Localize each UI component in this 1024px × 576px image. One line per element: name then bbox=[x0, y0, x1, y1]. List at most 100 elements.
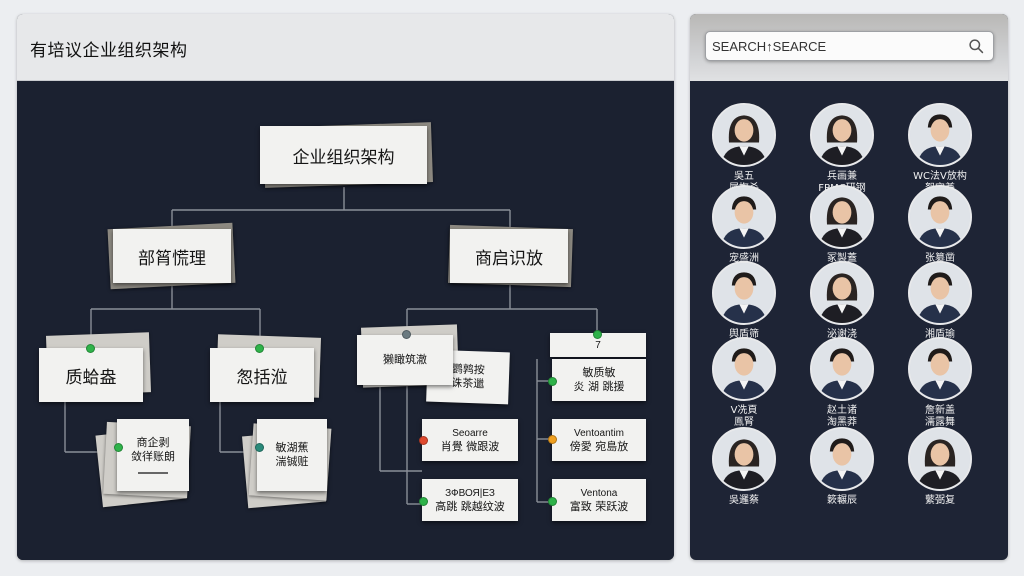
person-card[interactable]: WC法V放构絮守兼 bbox=[896, 103, 986, 199]
person-name-line1: 张纂凿 bbox=[925, 253, 955, 264]
group-node-label: 獭瞰筑澈 bbox=[383, 353, 427, 366]
search-bar[interactable] bbox=[705, 31, 994, 61]
person-card[interactable]: 詹新盖濡露舞 bbox=[896, 337, 986, 433]
item-line2: 炎 湖 跳援 bbox=[573, 380, 625, 393]
avatar bbox=[810, 427, 874, 491]
avatar bbox=[712, 261, 776, 325]
person-name-line1: 詹新盖 bbox=[925, 405, 955, 416]
group-node[interactable]: 怱括涖 bbox=[210, 348, 314, 402]
group-node[interactable]: 质蛤盎 bbox=[39, 348, 143, 402]
person-name: 宠盛洲 bbox=[700, 253, 788, 265]
avatar bbox=[712, 185, 776, 249]
item-card[interactable]: Seoarre 肖覺 微跟波 bbox=[422, 419, 518, 461]
avatar bbox=[908, 427, 972, 491]
person-card[interactable]: V冼頁鳯腎 bbox=[700, 337, 790, 433]
avatar bbox=[712, 427, 776, 491]
person-name-line1: 兵画兼 bbox=[827, 171, 857, 182]
person-name: 张纂凿 bbox=[896, 253, 984, 265]
status-dot bbox=[548, 377, 557, 386]
panel-header: 有培议企业组织架构 bbox=[17, 14, 674, 81]
avatar bbox=[908, 261, 972, 325]
status-dot bbox=[86, 344, 95, 353]
sub-node[interactable]: 商企剥 敛徉账朗 bbox=[117, 419, 189, 491]
branch-node-label: 商启识放 bbox=[475, 248, 543, 269]
person-name: 詹新盖濡露舞 bbox=[896, 405, 984, 429]
person-name-line2: 鳯腎 bbox=[734, 417, 754, 428]
person-card[interactable]: 簌輾辰 bbox=[798, 427, 888, 523]
person-name-line1: V冼頁 bbox=[730, 405, 758, 416]
person-name-line2: 濡露舞 bbox=[925, 417, 955, 428]
item-card[interactable]: Ventoantim 傍愛 宛島放 bbox=[552, 419, 646, 461]
status-dot bbox=[114, 443, 123, 452]
item-line2: 傍愛 宛島放 bbox=[569, 439, 629, 453]
page-title: 有培议企业组织架构 bbox=[30, 41, 188, 61]
person-name: 吳邏蔡 bbox=[700, 495, 788, 507]
branch-node[interactable]: 商启识放 bbox=[450, 229, 568, 283]
person-name: 蘩弼复 bbox=[896, 495, 984, 507]
person-name-line1: 泌谢浇 bbox=[827, 329, 857, 340]
group-node-label: 质蛤盎 bbox=[65, 367, 117, 388]
person-name: V冼頁鳯腎 bbox=[700, 405, 788, 429]
person-card[interactable]: 冢製蓋 bbox=[798, 185, 888, 281]
status-dot bbox=[255, 443, 264, 452]
search-header bbox=[690, 14, 1008, 81]
person-name: 赵土诸淘黑莽 bbox=[798, 405, 886, 429]
sub-node-line1: 鹦鹑按 bbox=[451, 362, 485, 377]
item-line1: Ventona bbox=[580, 487, 618, 499]
person-card[interactable]: 泌谢浇 bbox=[798, 261, 888, 357]
person-name: 泌谢浇 bbox=[798, 329, 886, 341]
root-node-label: 企业组织架构 bbox=[292, 147, 395, 168]
sub-node-line1: 商企剥 bbox=[136, 436, 170, 449]
avatar bbox=[810, 185, 874, 249]
person-name: 舆盾筛 bbox=[700, 329, 788, 341]
status-dot bbox=[419, 497, 428, 506]
sub-node-line1: 敏湖蕉 bbox=[275, 441, 309, 454]
person-card[interactable]: 吳五属撫杀 bbox=[700, 103, 790, 199]
item-line2: 肖覺 微跟波 bbox=[440, 439, 500, 453]
person-card[interactable]: 吳邏蔡 bbox=[700, 427, 790, 523]
person-card[interactable]: 湘盾瑜 bbox=[896, 261, 986, 357]
root-node[interactable]: 企业组织架构 bbox=[260, 126, 427, 184]
sub-node-line2: 诛茶邋 bbox=[451, 376, 485, 391]
directory-panel: 吳五属撫杀兵画兼FPMC研钢WC法V放构絮守兼宠盛洲冢製蓋张纂凿舆盾筛泌谢浇湘盾… bbox=[690, 14, 1008, 560]
person-card[interactable]: 宠盛洲 bbox=[700, 185, 790, 281]
avatar bbox=[810, 261, 874, 325]
person-name-line2: 淘黑莽 bbox=[827, 417, 857, 428]
person-card[interactable]: 蘩弼复 bbox=[896, 427, 986, 523]
person-card[interactable]: 赵土诸淘黑莽 bbox=[798, 337, 888, 433]
search-input[interactable] bbox=[712, 36, 962, 56]
people-grid: 吳五属撫杀兵画兼FPMC研钢WC法V放构絮守兼宠盛洲冢製蓋张纂凿舆盾筛泌谢浇湘盾… bbox=[690, 81, 1008, 560]
item-line2: 高跳 跳越纹波 bbox=[435, 499, 505, 513]
item-line1: Seoarre bbox=[452, 427, 488, 439]
org-chart: 企业组织架构 部筲慌理 商启识放 质蛤盎 怱括涖 商企剥 敛徉账朗 bbox=[17, 81, 674, 560]
status-dot bbox=[255, 344, 264, 353]
person-name-line1: 蘩弼复 bbox=[925, 495, 955, 506]
person-card[interactable]: 张纂凿 bbox=[896, 185, 986, 281]
person-name-line1: WC法V放构 bbox=[913, 171, 967, 182]
status-dot bbox=[419, 436, 428, 445]
status-dot bbox=[548, 435, 557, 444]
org-chart-panel: 有培议企业组织架构 bbox=[17, 14, 674, 560]
avatar bbox=[712, 337, 776, 401]
sub-node-line2: 湍铖赃 bbox=[275, 455, 309, 468]
avatar bbox=[810, 337, 874, 401]
avatar bbox=[712, 103, 776, 167]
person-name-line1: 簌輾辰 bbox=[827, 495, 857, 506]
person-card[interactable]: 舆盾筛 bbox=[700, 261, 790, 357]
avatar bbox=[908, 337, 972, 401]
search-icon[interactable] bbox=[968, 38, 985, 55]
item-card[interactable]: ЗФВОЯ|ЕЗ 高跳 跳越纹波 bbox=[422, 479, 518, 521]
person-name: 湘盾瑜 bbox=[896, 329, 984, 341]
sub-node-line2: 敛徉账朗 bbox=[131, 450, 175, 463]
person-name: 冢製蓋 bbox=[798, 253, 886, 265]
branch-node[interactable]: 部筲慌理 bbox=[113, 229, 231, 283]
item-card[interactable]: Ventona 富致 荣跃波 bbox=[552, 479, 646, 521]
person-name-line1: 赵土诸 bbox=[827, 405, 857, 416]
item-line2: 富致 荣跃波 bbox=[569, 499, 629, 513]
avatar bbox=[908, 185, 972, 249]
group-node[interactable]: 獭瞰筑澈 bbox=[357, 335, 453, 385]
person-name: 簌輾辰 bbox=[798, 495, 886, 507]
sub-node[interactable]: 敏湖蕉 湍铖赃 bbox=[257, 419, 327, 491]
item-card[interactable]: 敏质敏 炎 湖 跳援 bbox=[552, 359, 646, 401]
person-name-line1: 吳邏蔡 bbox=[729, 495, 759, 506]
